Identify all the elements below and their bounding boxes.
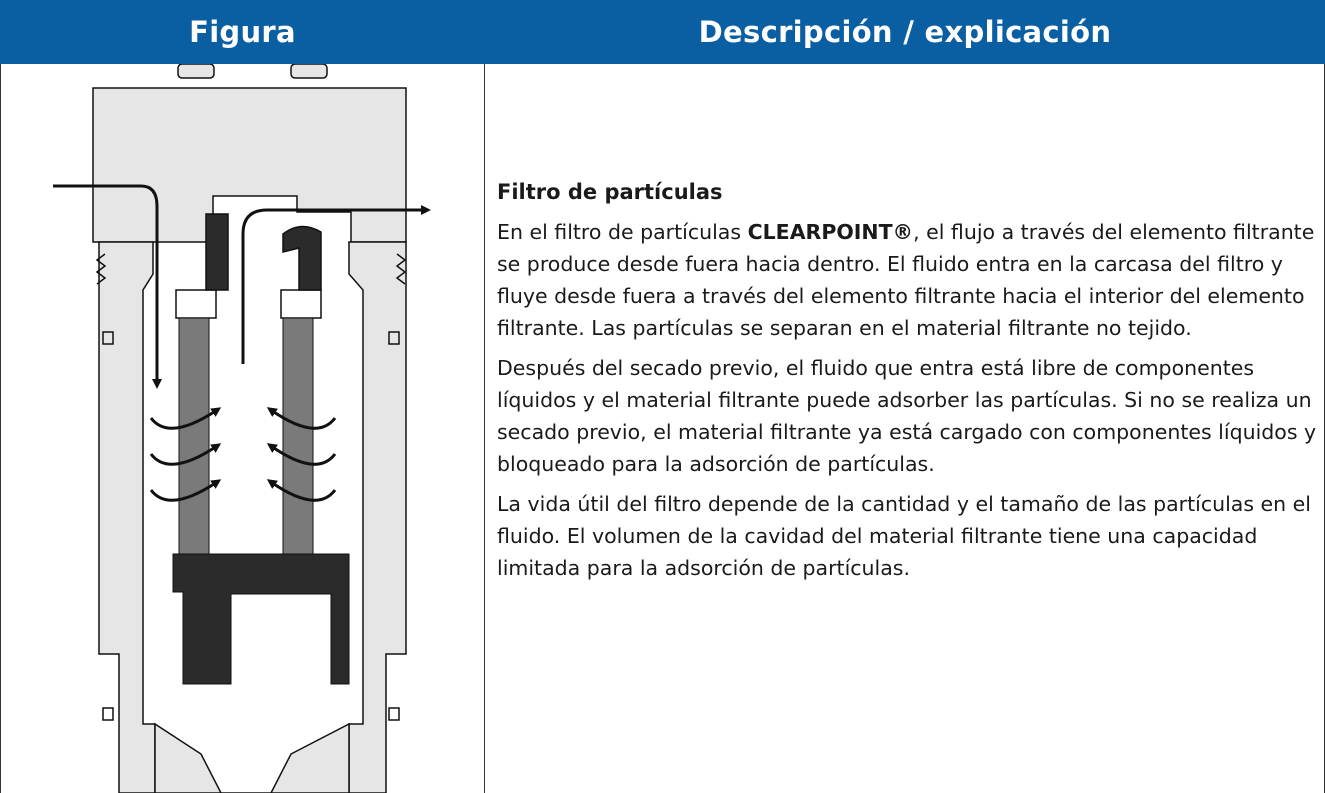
filter-diagram bbox=[53, 64, 431, 793]
description-title: Filtro de partículas bbox=[497, 180, 723, 204]
inlet-flow-arrow bbox=[53, 184, 162, 389]
flow-curl-left-1 bbox=[149, 407, 222, 430]
outlet-seal bbox=[282, 225, 322, 291]
thread-left bbox=[95, 253, 107, 285]
figure-cell bbox=[0, 64, 485, 793]
flow-curl-left-3 bbox=[149, 479, 222, 502]
housing-head bbox=[92, 87, 407, 243]
bowl-bottom bbox=[154, 722, 350, 793]
flow-curl-right-2 bbox=[266, 443, 337, 466]
brand-name: CLEARPOINT® bbox=[747, 220, 914, 244]
seal-left-bottom bbox=[102, 707, 114, 721]
description-cell: Filtro de partículas En el filtro de par… bbox=[485, 64, 1325, 793]
element-end-cap bbox=[172, 553, 350, 685]
header-figure: Figura bbox=[189, 15, 296, 49]
inlet-seal bbox=[205, 213, 229, 291]
housing-knob-right bbox=[290, 64, 328, 79]
flow-curl-left-2 bbox=[149, 443, 222, 466]
header-description: Descripción / explicación bbox=[698, 15, 1112, 49]
description-paragraph-1: En el filtro de partículas CLEARPOINT®, … bbox=[497, 220, 1315, 340]
filter-element bbox=[172, 317, 350, 685]
thread-right bbox=[395, 253, 407, 285]
housing-knob-left bbox=[177, 64, 215, 79]
bowl-wall-left bbox=[98, 241, 156, 793]
flow-curl-right-1 bbox=[266, 407, 337, 430]
element-holder-right bbox=[280, 289, 322, 319]
filter-media-left bbox=[178, 317, 210, 555]
table-header: Figura Descripción / explicación bbox=[0, 0, 1325, 64]
description-paragraph-2: Después del secado previo, el fluido que… bbox=[497, 356, 1317, 476]
seal-right-top bbox=[388, 331, 400, 345]
flow-curl-right-3 bbox=[266, 479, 337, 502]
seal-right-bottom bbox=[388, 707, 400, 721]
outlet-flow-arrow bbox=[241, 205, 431, 364]
description-paragraph-3: La vida útil del filtro depende de la ca… bbox=[497, 492, 1311, 580]
description-content: Filtro de partículas En el filtro de par… bbox=[497, 176, 1317, 592]
seal-left-top bbox=[102, 331, 114, 345]
bowl-wall-right bbox=[348, 241, 407, 793]
element-holder-left bbox=[175, 289, 217, 319]
filter-media-right bbox=[282, 317, 314, 555]
